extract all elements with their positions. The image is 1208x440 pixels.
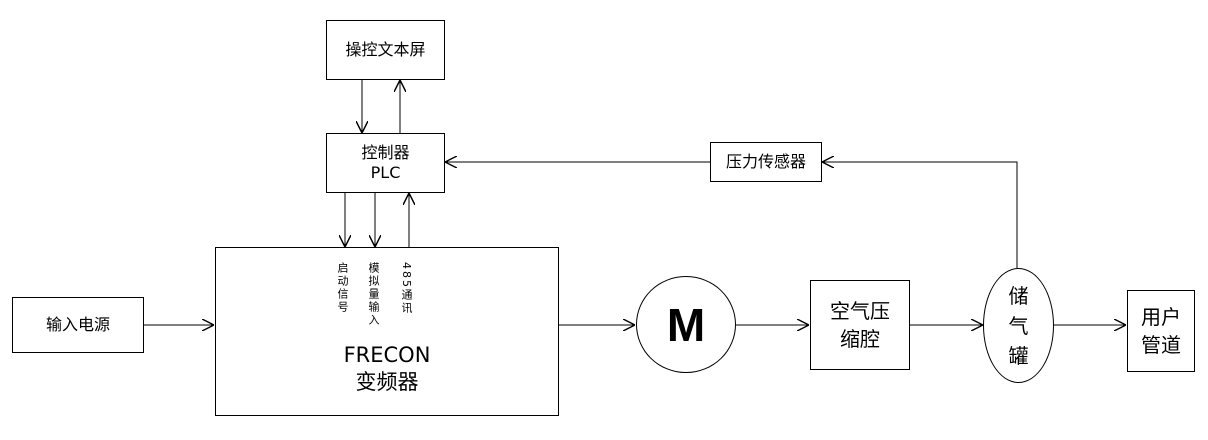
air-tank-ellipse: 储 气 罐 — [983, 268, 1054, 383]
input-power-box: 输入电源 — [12, 297, 144, 353]
tank-line2: 气 — [1008, 313, 1029, 338]
motor-circle: M — [636, 276, 736, 373]
vfd-inverter-box: 启动信号 模拟量输入 485通讯 FRECON 变频器 — [215, 247, 559, 416]
user-pipeline-box: 用户 管道 — [1127, 290, 1195, 372]
compressor-line2: 缩腔 — [840, 327, 880, 351]
rs485-comm-label: 485通讯 — [400, 262, 413, 315]
hmi-text-screen-box: 操控文本屏 — [326, 20, 445, 80]
compressor-chamber-box: 空气压 缩腔 — [810, 280, 910, 370]
power-label: 输入电源 — [45, 315, 110, 334]
motor-label: M — [666, 298, 706, 351]
vfd-title-block: FRECON 变频器 — [216, 342, 558, 397]
start-signal-label: 启动信号 — [336, 262, 349, 314]
vfd-name: 变频器 — [355, 370, 419, 395]
plc-title: 控制器 — [361, 143, 410, 162]
plc-controller-box: 控制器 PLC — [326, 133, 445, 193]
hmi-label: 操控文本屏 — [345, 40, 426, 59]
compressor-line1: 空气压 — [830, 299, 890, 323]
tank-line1: 储 — [1008, 283, 1029, 308]
user-pipe-line1: 用户 — [1141, 305, 1181, 329]
vfd-brand: FRECON — [343, 343, 431, 367]
sensor-label: 压力传感器 — [725, 152, 806, 171]
plc-subtitle: PLC — [370, 163, 401, 182]
tank-line3: 罐 — [1008, 343, 1029, 368]
user-pipe-line2: 管道 — [1141, 333, 1181, 357]
pressure-sensor-box: 压力传感器 — [710, 142, 822, 182]
tank-to-sensor-arrow — [822, 162, 1018, 268]
analog-input-label: 模拟量输入 — [367, 262, 380, 327]
